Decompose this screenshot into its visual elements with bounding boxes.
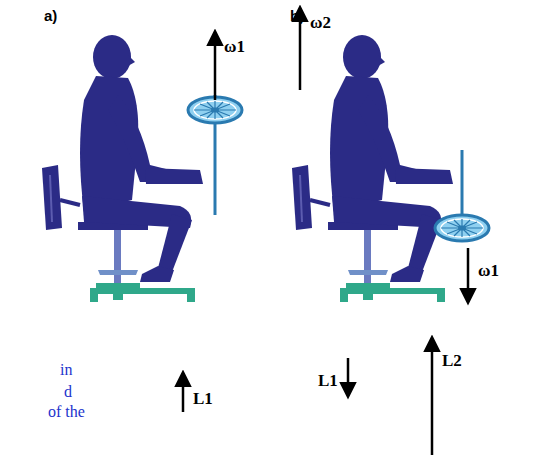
angular-momentum-label: L1 — [193, 390, 213, 407]
cut-off-text: in — [60, 362, 72, 378]
angular-momentum-label: L2 — [442, 352, 462, 369]
cut-off-text: of the — [48, 404, 85, 420]
angular-velocity-label: ω1 — [478, 262, 499, 279]
angular-velocity-label: ω2 — [310, 14, 331, 31]
panel-letter: b) — [290, 8, 304, 23]
angular-momentum-label: L1 — [318, 372, 338, 389]
panel-letter: a) — [44, 8, 57, 23]
angular-velocity-label: ω1 — [224, 38, 245, 55]
cut-off-text: d — [64, 384, 72, 400]
